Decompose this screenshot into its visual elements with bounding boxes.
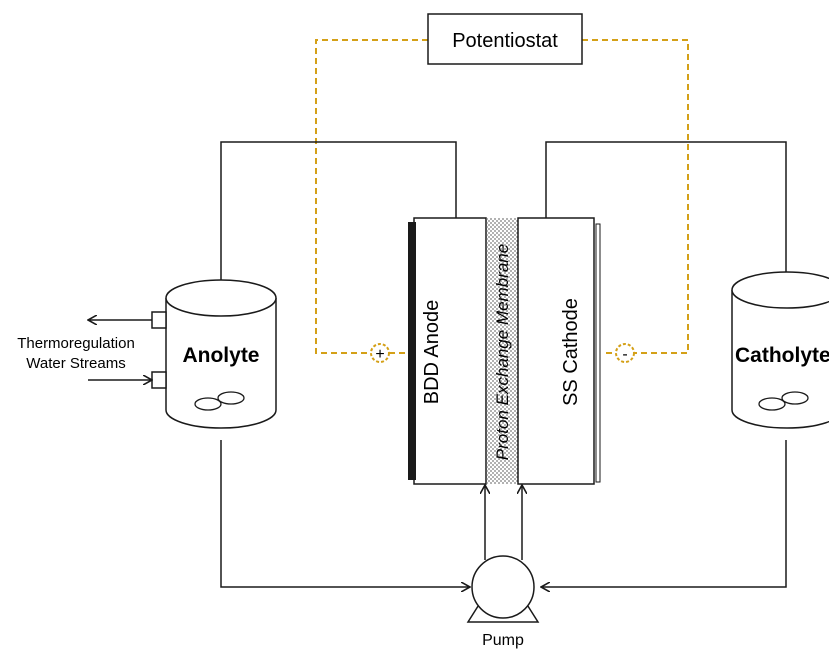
negative-terminal-icon <box>615 343 635 363</box>
anolyte-tank-top <box>165 279 277 317</box>
electrical-connections <box>315 39 689 354</box>
stir-bar-icon <box>758 391 809 411</box>
pump: Pump <box>466 555 540 649</box>
potentiostat-label: Potentiostat <box>452 30 558 52</box>
piping <box>220 141 787 587</box>
thermoregulation-label-line2: Water Streams <box>26 355 125 372</box>
positive-terminal-label: + <box>375 346 384 363</box>
anolyte-return-pipe <box>221 141 457 300</box>
anode-chamber <box>413 217 487 485</box>
anolyte-tank: Anolyte <box>88 279 277 429</box>
anolyte-label: Anolyte <box>182 344 259 367</box>
thermo-inlet-port <box>151 371 167 389</box>
anode-electrode-plate <box>408 222 416 480</box>
catholyte-label: Catholyte <box>735 344 829 367</box>
negative-terminal-label: - <box>622 346 627 363</box>
stir-bar-icon <box>194 391 245 411</box>
anode-lead-wire <box>315 39 428 354</box>
catholyte-tank-top <box>731 271 829 309</box>
thermoregulation-label-line1: Thermoregulation <box>17 335 135 352</box>
cathode-lead-wire <box>582 39 689 354</box>
thermo-outlet-port <box>151 311 167 329</box>
catholyte-tank: Catholyte <box>731 271 829 429</box>
cathode-back-plate <box>595 223 601 483</box>
catholyte-to-pump-pipe <box>541 440 787 587</box>
cathode-chamber <box>517 217 595 485</box>
anolyte-tank-body <box>165 298 277 429</box>
catholyte-return-pipe <box>545 141 786 300</box>
membrane-label: Proton Exchange Membrane <box>493 244 512 460</box>
cathode-label: SS Cathode <box>560 298 582 406</box>
centrifugal-pump-icon <box>471 555 535 619</box>
pump-label: Pump <box>482 632 524 649</box>
potentiostat-box <box>427 13 583 65</box>
positive-terminal-icon <box>370 343 390 363</box>
anolyte-to-pump-pipe <box>220 440 470 587</box>
electrochemical-cell: BDD Anode Proton Exchange Membrane SS Ca… <box>408 217 601 485</box>
anode-label: BDD Anode <box>421 300 443 405</box>
proton-exchange-membrane <box>486 218 518 484</box>
